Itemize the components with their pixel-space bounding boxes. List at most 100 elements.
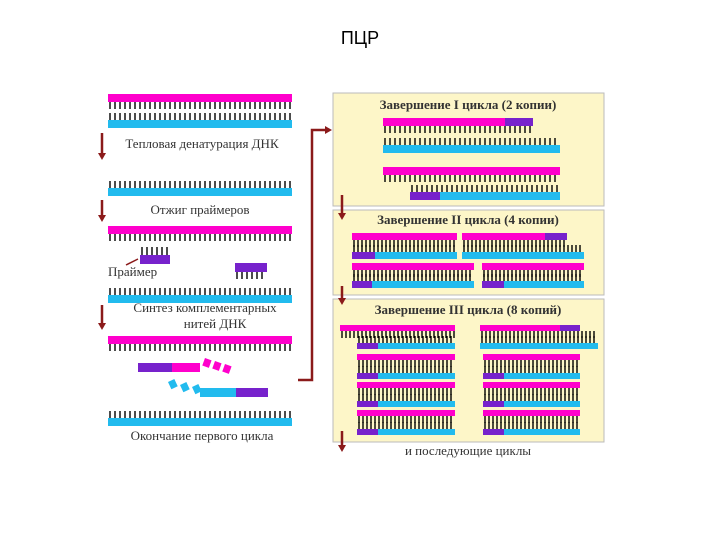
subsequent-cycles-label: и последующие циклы xyxy=(405,443,531,458)
c3-row1-left-bottom-bases xyxy=(358,394,452,401)
c3-copy2-top-seg1 xyxy=(560,325,580,331)
left-free-nucleotide-b1 xyxy=(179,382,190,393)
c3-row0-right-bottom-seg0 xyxy=(483,373,504,379)
left-free-nucleotide-b2 xyxy=(191,384,202,395)
step-end-first-cycle-label: Окончание первого цикла xyxy=(131,428,274,443)
left-anneal-top-seg0 xyxy=(108,226,292,234)
c1-copy2-bottom-bases xyxy=(411,185,558,192)
c3-copy2-bottom-seg0 xyxy=(480,343,598,349)
c2-copy1-top-seg0 xyxy=(352,233,457,240)
c3-copy1-top-seg0 xyxy=(340,325,455,331)
c3-row2-right-top-seg0 xyxy=(483,410,580,416)
c3-copy2-top-bases xyxy=(481,331,595,338)
left-synth-primer-bottom xyxy=(236,388,268,397)
primer-label: Праймер xyxy=(108,264,157,279)
c3-row0-right-top-bases xyxy=(484,360,578,367)
cycle-3-box xyxy=(332,298,605,443)
left-anneal-top-bases xyxy=(109,234,291,241)
c3-row0-left-bottom-seg1 xyxy=(378,373,455,379)
left-primer1 xyxy=(140,255,170,264)
c3-copy1-bottom-seg0 xyxy=(357,343,378,349)
c1-copy2-bottom-seg0 xyxy=(410,192,440,200)
left-synth-primer-top xyxy=(138,363,172,372)
c3-row1-right-bottom-seg1 xyxy=(504,401,580,407)
c3-row1-left-bottom-seg1 xyxy=(378,401,455,407)
c3-copy2-bottom-bases xyxy=(481,336,595,343)
c1-copy1-top-seg1 xyxy=(505,118,533,126)
c3-row1-left-top-bases xyxy=(358,388,452,395)
c2-copy1-bottom-seg1 xyxy=(375,252,457,259)
left-free-nucleotide-0 xyxy=(202,357,212,368)
left-free-nucleotide-2 xyxy=(222,364,232,374)
c3-row1-right-bottom-seg0 xyxy=(483,401,504,407)
step-synthesis-label-line1: Синтез комплементарных xyxy=(133,300,277,315)
c2-copy3-bottom-seg1 xyxy=(372,281,474,288)
c3-row2-left-top-seg0 xyxy=(357,410,455,416)
c3-row2-right-top-bases xyxy=(484,416,578,423)
cycle-2-title: Завершение II цикла (4 копии) xyxy=(377,212,559,227)
c3-row2-left-bottom-seg1 xyxy=(378,429,455,435)
c3-row1-left-bottom-seg0 xyxy=(357,401,378,407)
slide-title: ПЦР xyxy=(340,28,380,48)
primer-pointer-arrow xyxy=(125,258,139,266)
c3-row1-left-top-seg0 xyxy=(357,382,455,388)
c3-row2-right-bottom-bases xyxy=(484,422,578,429)
left-synth-newstrand-top xyxy=(172,363,200,372)
arrows xyxy=(98,126,346,452)
arrow-denaturation-head xyxy=(98,153,106,160)
c2-copy3-top-bases xyxy=(353,270,471,277)
c1-copy1-bottom-seg0 xyxy=(383,145,560,153)
c2-copy2-top-seg1 xyxy=(545,233,567,240)
left-synth-bottom-bases xyxy=(109,411,291,418)
arrow-synthesis-head xyxy=(98,323,106,330)
c1-copy2-top-seg0 xyxy=(383,167,560,175)
left-primer1-bases xyxy=(141,247,168,255)
c2-copy3-bottom-bases xyxy=(353,274,471,281)
step-annealing-label: Отжиг праймеров xyxy=(150,202,249,217)
c3-row0-left-bottom-bases xyxy=(358,366,452,373)
left-original-top-seg0 xyxy=(108,94,292,102)
dna-strands xyxy=(108,94,598,435)
c3-row2-left-bottom-seg0 xyxy=(357,429,378,435)
c1-copy1-top-seg0 xyxy=(383,118,505,126)
c2-copy1-bottom-bases xyxy=(353,245,455,252)
c3-row2-right-bottom-seg1 xyxy=(504,429,580,435)
c2-copy4-top-seg0 xyxy=(482,263,584,270)
c3-row1-right-bottom-bases xyxy=(484,394,578,401)
c2-copy2-top-bases xyxy=(463,240,565,247)
c2-copy2-top-seg0 xyxy=(462,233,545,240)
arrow-annealing-head xyxy=(98,215,106,222)
c3-row2-right-bottom-seg0 xyxy=(483,429,504,435)
c2-copy4-bottom-seg0 xyxy=(482,281,504,288)
c3-row2-left-bottom-bases xyxy=(358,422,452,429)
c3-copy1-bottom-bases xyxy=(358,336,452,343)
c3-row0-right-bottom-bases xyxy=(484,366,578,373)
c3-row1-right-top-bases xyxy=(484,388,578,395)
left-denatured-bottom-seg0 xyxy=(108,188,292,196)
left-free-nucleotide-b0 xyxy=(167,379,178,390)
left-primer2-bases xyxy=(236,272,263,279)
c3-row2-left-top-bases xyxy=(358,416,452,423)
c3-copy2-top-seg0 xyxy=(480,325,560,331)
left-free-nucleotide-1 xyxy=(212,360,222,371)
c2-copy4-top-bases xyxy=(483,270,581,277)
step-synthesis-label-line2: нитей ДНК xyxy=(184,316,247,331)
arrow-to-cycle1-head xyxy=(325,126,332,134)
arrow-subsequent-head xyxy=(338,445,346,452)
left-primer2 xyxy=(235,263,267,272)
left-original-bottom-bases xyxy=(109,113,291,120)
arrow-cycle3-head xyxy=(338,298,346,305)
left-original-bottom-seg0 xyxy=(108,120,292,128)
cycle-3-title: Завершение III цикла (8 копий) xyxy=(375,302,562,317)
c3-copy1-bottom-seg1 xyxy=(378,343,455,349)
c3-row0-right-top-seg0 xyxy=(483,354,580,360)
c2-copy2-bottom-seg0 xyxy=(462,252,584,259)
left-original-top-bases xyxy=(109,102,291,109)
c2-copy1-bottom-seg0 xyxy=(352,252,375,259)
c3-row0-left-top-seg0 xyxy=(357,354,455,360)
c2-copy4-bottom-seg1 xyxy=(504,281,584,288)
c2-copy2-bottom-bases xyxy=(463,245,581,252)
c3-row0-right-bottom-seg1 xyxy=(504,373,580,379)
c1-copy2-top-bases xyxy=(384,175,556,182)
